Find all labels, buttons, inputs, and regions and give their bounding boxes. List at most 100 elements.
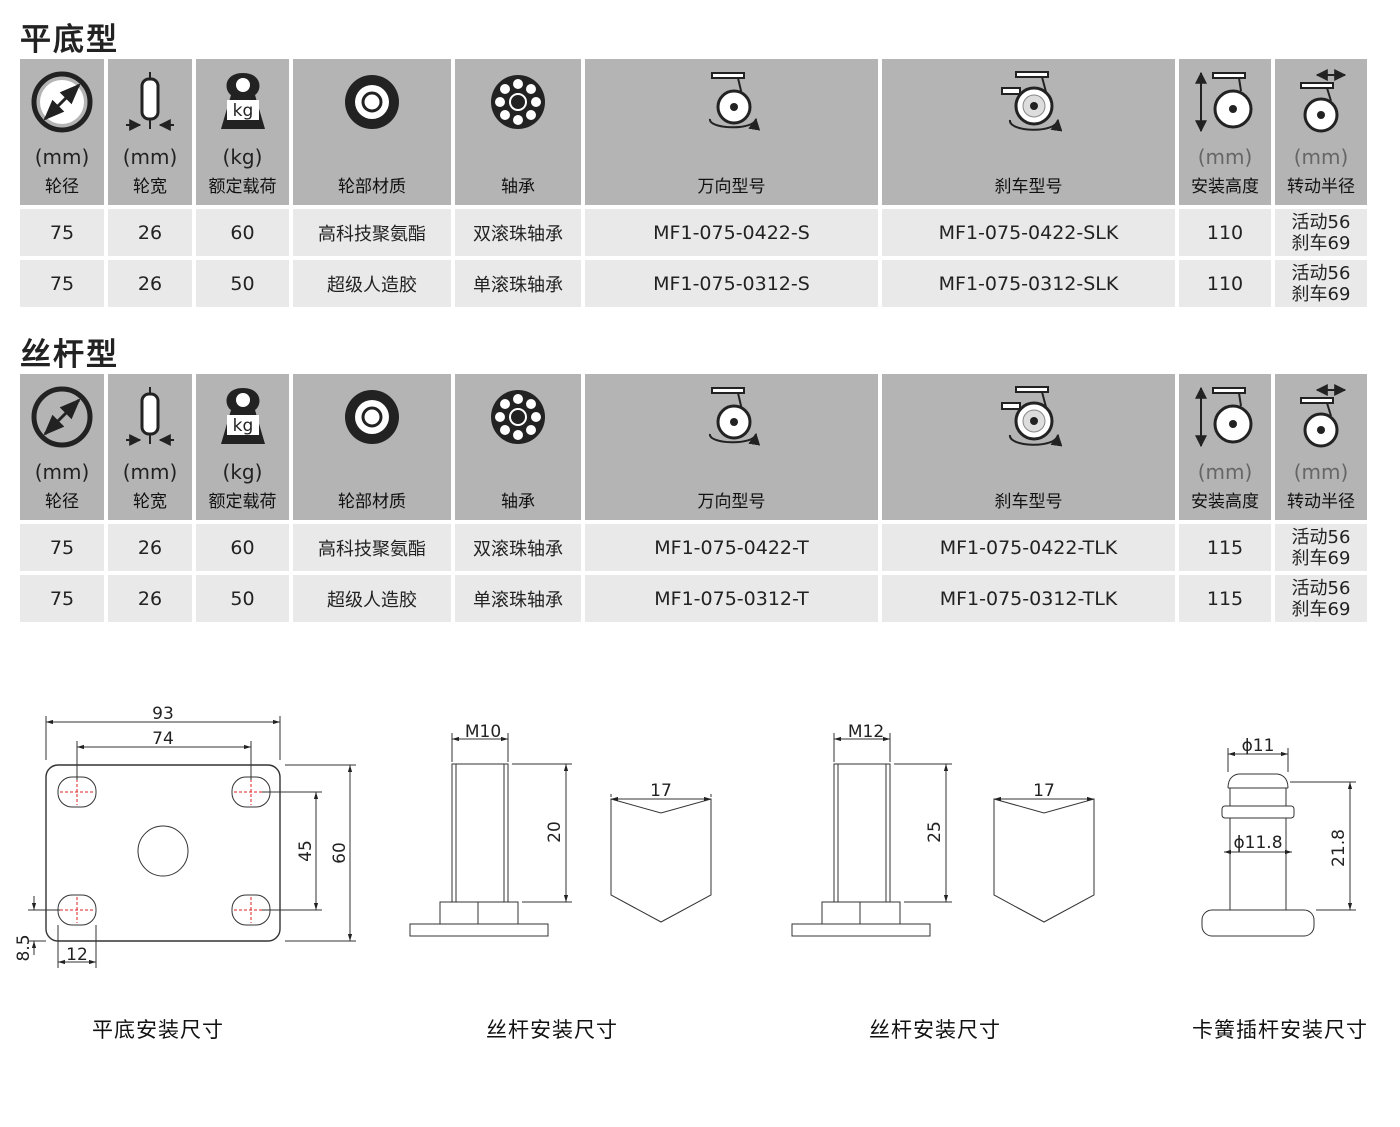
cell-material: 高科技聚氨酯 xyxy=(293,209,451,256)
spec-table-stem: (mm) 轮径 (mm) 轮宽 kg (kg) 额定载荷 轮部材质 轴承 万向型… xyxy=(16,370,1371,626)
header-mount-height: (mm) 安装高度 xyxy=(1179,374,1271,520)
header-wheel-width: (mm) 轮宽 xyxy=(108,374,192,520)
header-label: 轮径 xyxy=(45,492,79,512)
unit-label: (mm) xyxy=(1197,145,1253,169)
cell-swivel-model: MF1-075-0312-T xyxy=(585,575,878,622)
table-row: 75 26 60 高科技聚氨酯 双滚珠轴承 MF1-075-0422-T MF1… xyxy=(20,524,1367,571)
radius-brake: 刹车69 xyxy=(1291,283,1351,305)
base-plate xyxy=(791,923,931,937)
cell-mount-height: 115 xyxy=(1179,575,1271,622)
dim-hole-width: 12 xyxy=(66,945,88,965)
dim-hex: 17 xyxy=(1033,781,1055,801)
dim-hex: 17 xyxy=(650,781,672,801)
caption-flat: 平底安装尺寸 xyxy=(92,1018,224,1042)
swivel-caster-icon xyxy=(708,387,760,446)
table-row: 75 26 50 超级人造胶 单滚珠轴承 MF1-075-0312-S MF1-… xyxy=(20,260,1367,307)
cell-swivel-model: MF1-075-0312-S xyxy=(585,260,878,307)
header-label: 额定载荷 xyxy=(208,492,277,512)
dim-width-outer: 93 xyxy=(152,704,174,724)
header-label: 转动半径 xyxy=(1287,492,1355,512)
stem-m12-dims: M12 25 17 xyxy=(848,722,1055,843)
wheel-material-icon xyxy=(345,75,399,129)
unit-label: (kg) xyxy=(222,460,263,484)
radius-brake: 刹车69 xyxy=(1291,232,1351,254)
cell-brake-model: MF1-075-0312-TLK xyxy=(882,575,1175,622)
wheel-width-icon xyxy=(126,387,174,446)
dim-width-inner: 74 xyxy=(152,729,174,749)
header-label: 安装高度 xyxy=(1191,492,1259,512)
mount-height-icon xyxy=(1195,71,1253,133)
cell-wheel-diameter: 75 xyxy=(20,209,104,256)
spec-table-flat: (mm) 轮径 (mm) 轮宽 kg (kg) 额定载荷 轮部材质 轴承 万向型… xyxy=(16,55,1371,311)
grip-ring-dims: ϕ11 ϕ11.8 21.8 xyxy=(1233,736,1349,867)
flat-plate-drawing xyxy=(28,716,356,968)
cell-rated-load: 60 xyxy=(196,209,289,256)
swivel-caster-icon xyxy=(708,72,760,131)
header-swivel-radius: (mm) 转动半径 xyxy=(1275,59,1367,205)
header-wheel-width: (mm) 轮宽 xyxy=(108,59,192,205)
center-hole xyxy=(137,825,189,877)
header-bearing: 轴承 xyxy=(455,374,581,520)
cell-mount-height: 115 xyxy=(1179,524,1271,571)
stem-m10-dims: M10 20 17 xyxy=(465,722,672,843)
dim-thread: M12 xyxy=(848,722,884,742)
bearing-icon xyxy=(491,390,545,444)
header-label: 刹车型号 xyxy=(994,492,1063,512)
dim-stem-length: 20 xyxy=(545,821,565,843)
unit-label: (mm) xyxy=(34,460,90,484)
cell-bearing: 双滚珠轴承 xyxy=(455,524,581,571)
cell-material: 高科技聚氨酯 xyxy=(293,524,451,571)
cell-wheel-width: 26 xyxy=(108,260,192,307)
header-swivel-radius: (mm) 转动半径 xyxy=(1275,374,1367,520)
stem-top xyxy=(1227,773,1289,789)
header-label: 刹车型号 xyxy=(994,177,1063,197)
mount-height-icon xyxy=(1195,386,1253,448)
radius-swivel: 活动56 xyxy=(1291,262,1351,284)
hex-nut-profile xyxy=(610,798,712,923)
cell-material: 超级人造胶 xyxy=(293,260,451,307)
dim-top-diameter: ϕ11 xyxy=(1242,736,1275,756)
table-header-row: (mm) 轮径 (mm) 轮宽 kg (kg) 额定载荷 轮部材质 轴承 万向型… xyxy=(20,59,1367,205)
svg-text:kg: kg xyxy=(232,416,253,436)
cell-wheel-width: 26 xyxy=(108,209,192,256)
unit-label: (mm) xyxy=(34,145,90,169)
dim-stem-length: 25 xyxy=(925,821,945,843)
header-wheel-material: 轮部材质 xyxy=(293,374,451,520)
header-label: 轮宽 xyxy=(133,492,167,512)
swivel-radius-icon xyxy=(1300,384,1347,448)
stem-m12-drawing xyxy=(791,733,1095,937)
cell-swivel-model: MF1-075-0422-T xyxy=(585,524,878,571)
header-brake-model: 刹车型号 xyxy=(882,59,1175,205)
cell-swivel-model: MF1-075-0422-S xyxy=(585,209,878,256)
cell-bearing: 单滚珠轴承 xyxy=(455,260,581,307)
dim-edge-offset: 8.5 xyxy=(14,934,34,961)
caption-stem-m10: 丝杆安装尺寸 xyxy=(486,1018,618,1042)
unit-label: (mm) xyxy=(122,460,178,484)
header-swivel-model: 万向型号 xyxy=(585,374,878,520)
unit-label: (kg) xyxy=(222,145,263,169)
header-label: 轮宽 xyxy=(133,177,167,197)
radius-swivel: 活动56 xyxy=(1291,526,1351,548)
header-bearing: 轴承 xyxy=(455,59,581,205)
radius-brake: 刹车69 xyxy=(1291,547,1351,569)
base-plate xyxy=(409,923,549,937)
caption-stem-m12: 丝杆安装尺寸 xyxy=(869,1018,1001,1042)
cell-mount-height: 110 xyxy=(1179,209,1271,256)
cell-bearing: 双滚珠轴承 xyxy=(455,209,581,256)
cell-wheel-width: 26 xyxy=(108,524,192,571)
cell-wheel-diameter: 75 xyxy=(20,575,104,622)
header-label: 轮部材质 xyxy=(338,492,406,512)
grip-ring xyxy=(1221,805,1295,819)
header-label: 安装高度 xyxy=(1191,177,1259,197)
header-label: 转动半径 xyxy=(1287,177,1355,197)
brake-caster-icon xyxy=(1000,71,1062,132)
plate-outline xyxy=(45,764,281,942)
header-brake-model: 刹车型号 xyxy=(882,374,1175,520)
unit-label: (mm) xyxy=(1293,460,1349,484)
radius-brake: 刹车69 xyxy=(1291,598,1351,620)
hex-nut-profile xyxy=(993,798,1095,923)
cell-wheel-diameter: 75 xyxy=(20,260,104,307)
